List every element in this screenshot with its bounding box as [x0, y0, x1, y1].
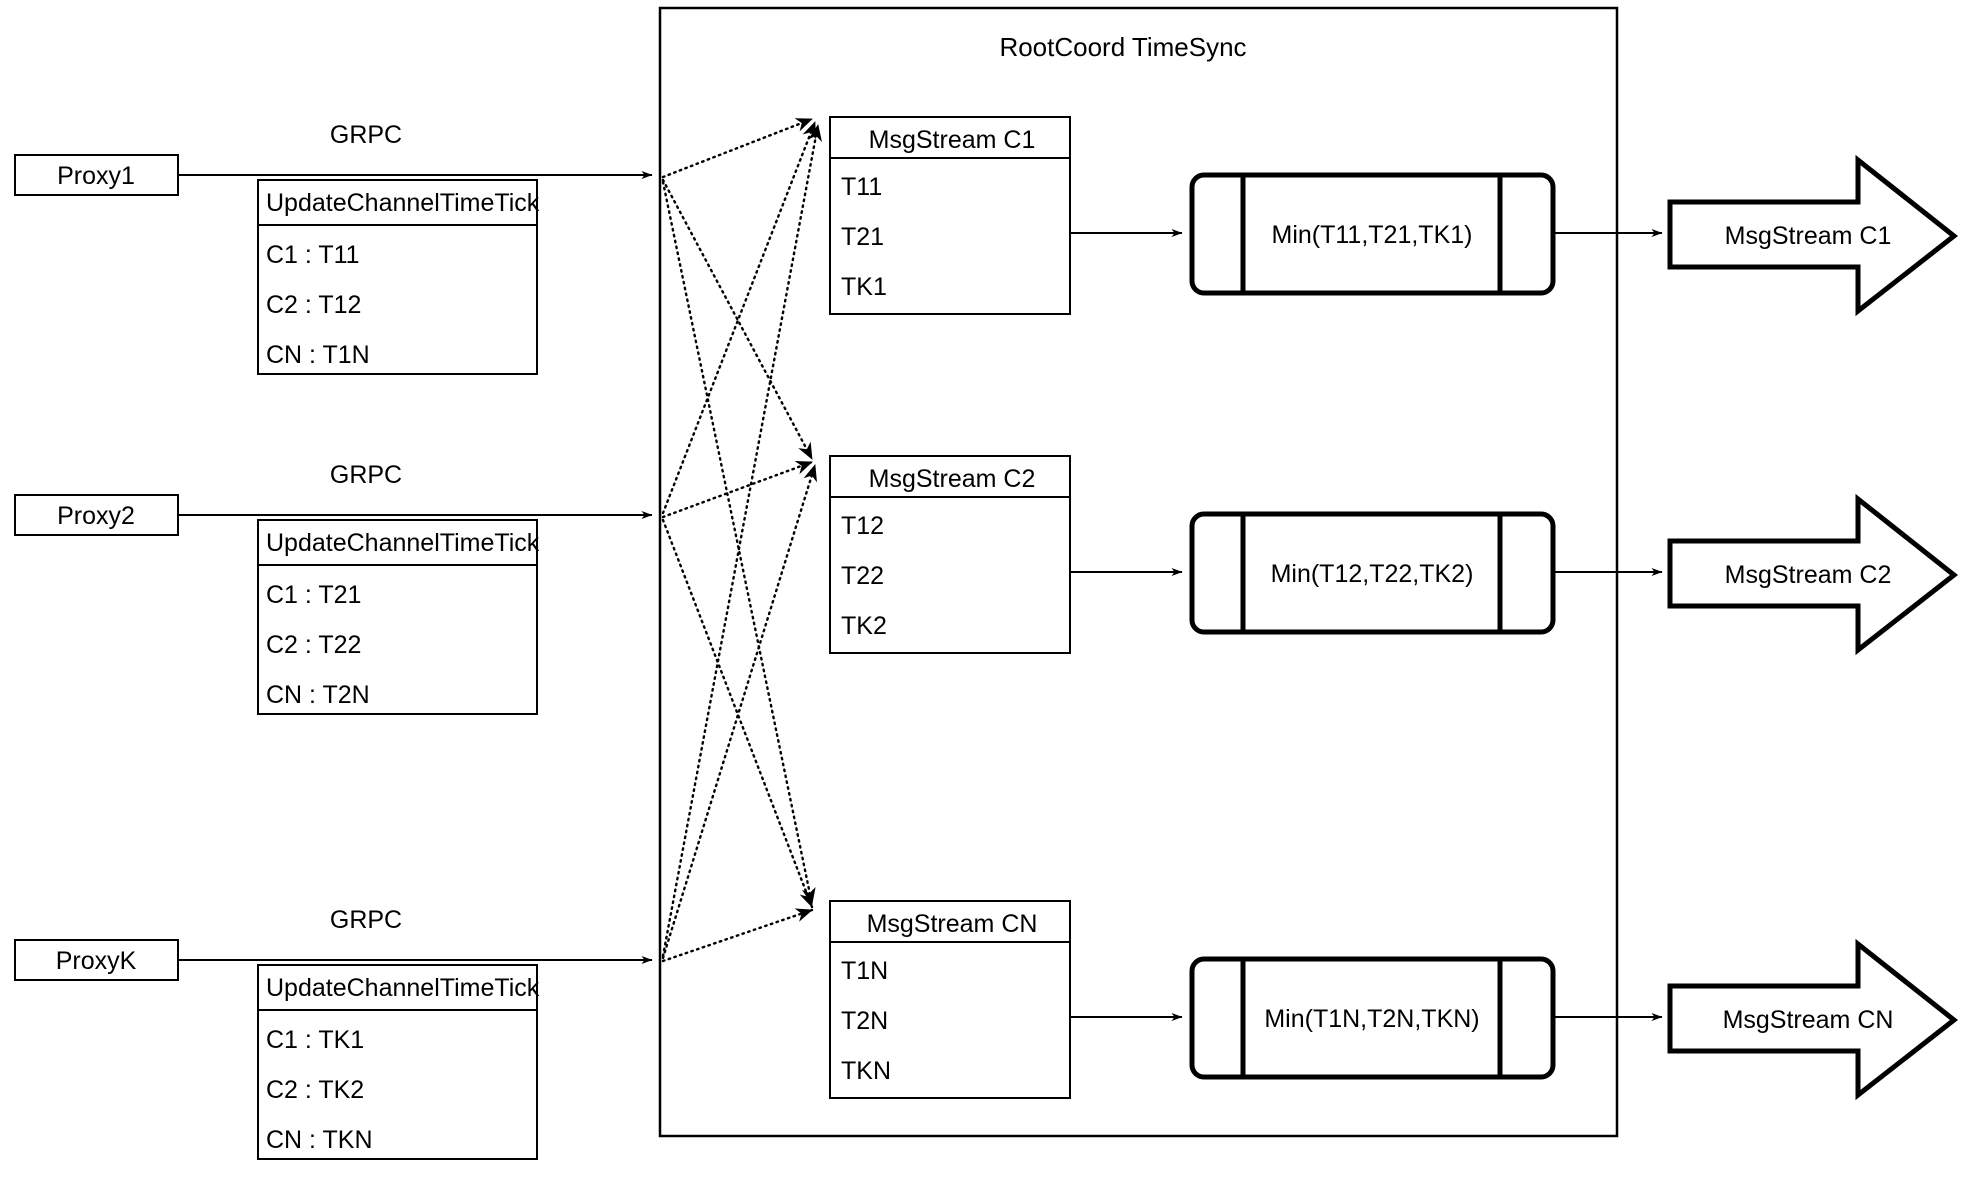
- request-box-1: [257, 519, 538, 715]
- routing-dotted-2-1: [661, 463, 817, 960]
- request-entry-0-1: C2 : T12: [266, 291, 361, 319]
- routing-dotted-0-0: [661, 117, 814, 179]
- msgstream-entry-0-0: T11: [841, 173, 882, 201]
- proxy-label-2: ProxyK: [56, 947, 137, 975]
- output-label-1: MsgStream C2: [1725, 561, 1892, 589]
- msgstream-header-0: MsgStream C1: [869, 126, 1036, 154]
- output-label-0: MsgStream C1: [1725, 222, 1892, 250]
- request-entry-0-2: CN : T1N: [266, 341, 370, 369]
- request-header-2: UpdateChannelTimeTick: [266, 974, 540, 1002]
- routing-dotted-0-2: [661, 180, 816, 906]
- msgstream-entry-2-2: TKN: [841, 1057, 891, 1085]
- rpc-label-1: GRPC: [330, 461, 402, 489]
- output-arrow-0: [1667, 154, 1959, 317]
- request-header-1: UpdateChannelTimeTick: [266, 529, 540, 557]
- request-entry-1-2: CN : T2N: [266, 681, 370, 709]
- msgstream-entry-0-1: T21: [841, 223, 884, 251]
- proxy-box-2[interactable]: [14, 939, 179, 981]
- request-entry-2-2: CN : TKN: [266, 1126, 373, 1154]
- request-entry-1-0: C1 : T21: [266, 581, 361, 609]
- process-label-2: Min(T1N,T2N,TKN): [1264, 1005, 1479, 1033]
- proxy-box-1[interactable]: [14, 494, 179, 536]
- msgstream-entry-0-2: TK1: [841, 273, 887, 301]
- request-header-0: UpdateChannelTimeTick: [266, 189, 540, 217]
- output-arrow-2: [1667, 938, 1959, 1101]
- routing-dotted-2-0: [661, 123, 822, 958]
- msgstream-entry-1-1: T22: [841, 562, 884, 590]
- request-entry-2-1: C2 : TK2: [266, 1076, 364, 1104]
- msgstream-box-1: [829, 455, 1071, 654]
- msgstream-entry-2-0: T1N: [841, 957, 888, 985]
- proxy-label-0: Proxy1: [57, 162, 135, 190]
- request-entry-2-0: C1 : TK1: [266, 1026, 364, 1054]
- request-box-0: [257, 179, 538, 375]
- routing-dotted-1-2: [661, 518, 814, 909]
- output-label-2: MsgStream CN: [1723, 1006, 1894, 1034]
- process-label-0: Min(T11,T21,TK1): [1272, 221, 1473, 249]
- msgstream-box-2: [829, 900, 1071, 1099]
- msgstream-entry-1-2: TK2: [841, 612, 887, 640]
- routing-dotted-2-2: [661, 908, 814, 963]
- proxy-label-1: Proxy2: [57, 502, 135, 530]
- msgstream-header-1: MsgStream C2: [869, 465, 1036, 493]
- request-box-2: [257, 964, 538, 1160]
- msgstream-box-0: [829, 116, 1071, 315]
- routing-dotted-1-1: [661, 460, 814, 519]
- request-entry-0-0: C1 : T11: [266, 241, 360, 269]
- msgstream-entry-2-1: T2N: [841, 1007, 888, 1035]
- routing-dotted-0-1: [661, 178, 814, 461]
- msgstream-entry-1-0: T12: [841, 512, 884, 540]
- process-label-1: Min(T12,T22,TK2): [1271, 560, 1474, 588]
- rpc-label-0: GRPC: [330, 121, 402, 149]
- rootcoord-timesync-title: RootCoord TimeSync: [999, 32, 1246, 62]
- request-entry-1-1: C2 : T22: [266, 631, 361, 659]
- routing-dotted-1-0: [661, 120, 817, 515]
- proxy-box-0[interactable]: [14, 154, 179, 196]
- output-arrow-1: [1667, 493, 1959, 656]
- rpc-label-2: GRPC: [330, 906, 402, 934]
- msgstream-header-2: MsgStream CN: [867, 910, 1038, 938]
